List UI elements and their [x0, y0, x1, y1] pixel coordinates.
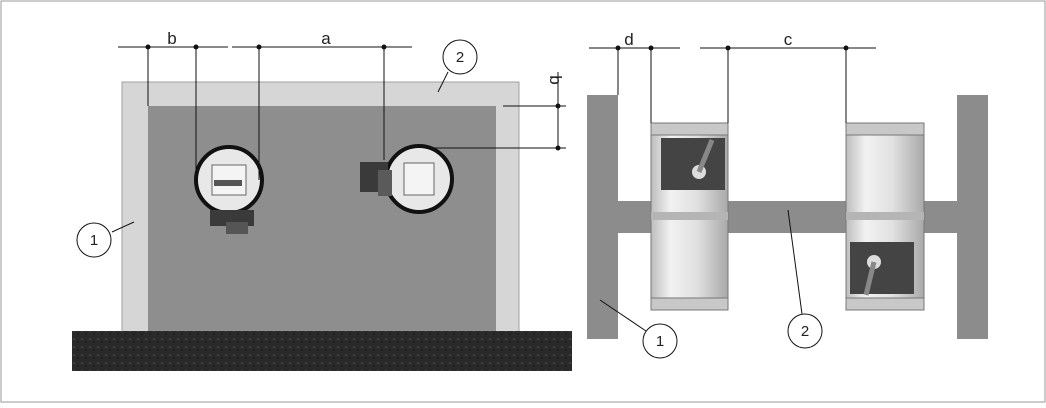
callout-label-1: 1	[90, 232, 98, 249]
damper-top-view-left	[650, 122, 729, 311]
callout-leader	[437, 71, 449, 93]
callout-circle	[787, 313, 823, 349]
floor-slab	[72, 331, 572, 371]
damper-top-view-right	[845, 122, 925, 311]
dimension-label-c: c	[784, 30, 793, 49]
dimension-ticks-left	[145, 44, 561, 151]
actuator-box	[850, 242, 914, 294]
callout-label-2: 2	[456, 49, 464, 66]
dimension-ticks-right	[615, 45, 849, 51]
callout-leader	[111, 221, 135, 233]
dimension-label-a: a	[321, 29, 331, 48]
damper-front-left	[194, 145, 264, 234]
callout-leader	[599, 299, 647, 332]
damper-front-right	[360, 144, 454, 214]
dimension-label-b-vertical: b	[546, 75, 565, 84]
wall-opening	[148, 106, 496, 337]
callout-circle	[76, 222, 112, 258]
dimension-label-d: d	[624, 30, 633, 49]
callout-label-2: 2	[801, 323, 809, 340]
right-view: d c 1 2	[587, 30, 988, 359]
callout-circle	[442, 39, 478, 75]
dimension-label-b: b	[167, 29, 176, 48]
wall-section-right	[957, 95, 988, 339]
callout-label-1: 1	[656, 333, 664, 350]
wall-section-left	[587, 95, 618, 339]
actuator-box	[661, 138, 725, 190]
dimension-lines-right	[589, 47, 876, 123]
left-view: b a b 1 2	[72, 29, 572, 371]
callout-leader	[787, 209, 803, 315]
callout-circle	[642, 323, 678, 359]
